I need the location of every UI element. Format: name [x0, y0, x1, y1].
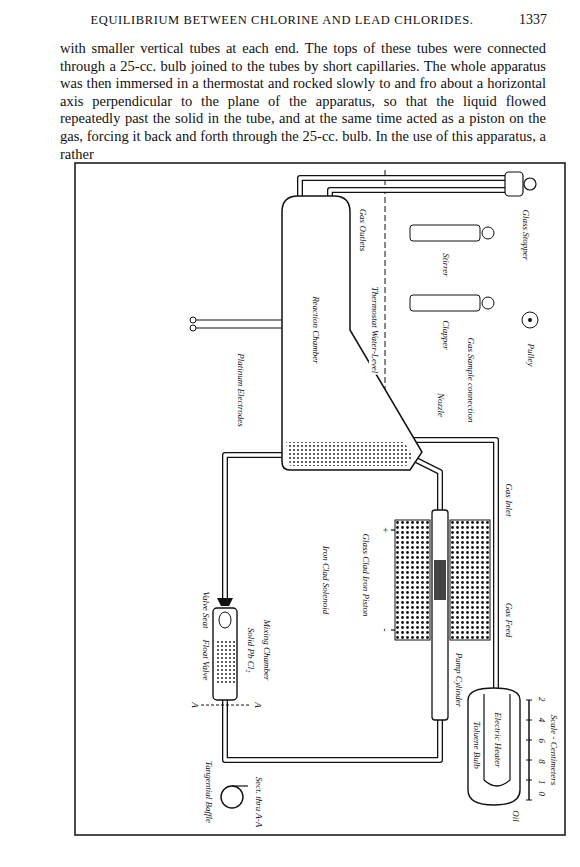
- scale-tick: [526, 780, 532, 781]
- part-label: Thermostat Water-Level: [369, 286, 379, 375]
- part-label: Gas Outlets: [357, 208, 367, 253]
- stirrer-and-clapper: [410, 225, 538, 328]
- scale-tick: [526, 800, 532, 801]
- running-header: EQUILIBRIUM BETWEEN CHLORINE AND LEAD CH…: [62, 13, 502, 28]
- part-label: Iron Clad Solenoid: [320, 545, 330, 616]
- part-label: Scale - Centimeters: [548, 714, 558, 786]
- pump-and-solenoid: [391, 510, 490, 720]
- scale-tick: [526, 760, 532, 761]
- part-label: Electric Heater: [492, 711, 502, 769]
- body-paragraph: with smaller vertical tubes at each end.…: [60, 40, 546, 163]
- part-label: Glass Stopper: [520, 209, 530, 262]
- scale-tick: [526, 720, 532, 721]
- scale-tick: [526, 740, 532, 741]
- toluene-bulb: [468, 688, 520, 805]
- part-label: Stirrer: [440, 252, 450, 278]
- thermostat-tank: [75, 163, 565, 835]
- part-label: Mixing Chamber: [261, 618, 271, 681]
- reaction-chamber: [282, 196, 422, 470]
- glass-tubes: [225, 178, 505, 760]
- glass-stopper: [505, 172, 536, 196]
- part-label: Gas Sample connection: [465, 337, 475, 424]
- part-label: Solid Pb Cl₂: [245, 627, 255, 674]
- part-label: -: [380, 627, 391, 632]
- part-label: Tangential Baffle: [203, 760, 213, 824]
- part-label: A: [189, 701, 199, 709]
- platinum-electrodes: [190, 317, 282, 331]
- part-label: +: [380, 526, 391, 534]
- part-label: Valve Seat: [200, 590, 210, 629]
- part-label: Pulley: [525, 343, 535, 368]
- part-label: Gas Feed: [503, 602, 513, 639]
- page-number: 1337: [505, 12, 547, 28]
- part-label: Glass Clad Iron Piston: [360, 533, 370, 618]
- part-label: Sect. thru A-A: [253, 776, 263, 829]
- part-label: Pump Cylinder: [453, 652, 463, 709]
- part-label: Clapper: [440, 319, 450, 351]
- part-label: Oil: [510, 809, 520, 823]
- part-label: 2 4 6 8 10: [536, 696, 546, 804]
- part-label: Gas Inlet: [503, 482, 513, 517]
- scale-bar: [526, 700, 532, 800]
- part-label: Platinum Electrodes: [235, 352, 245, 427]
- part-label: Toluene Bulb: [471, 720, 481, 769]
- part-label: Float Valve: [200, 638, 210, 681]
- scale-tick: [526, 700, 532, 701]
- part-label: Reaction Chamber: [310, 295, 320, 365]
- part-label: Nozzle: [435, 392, 445, 418]
- part-label: A: [252, 701, 262, 709]
